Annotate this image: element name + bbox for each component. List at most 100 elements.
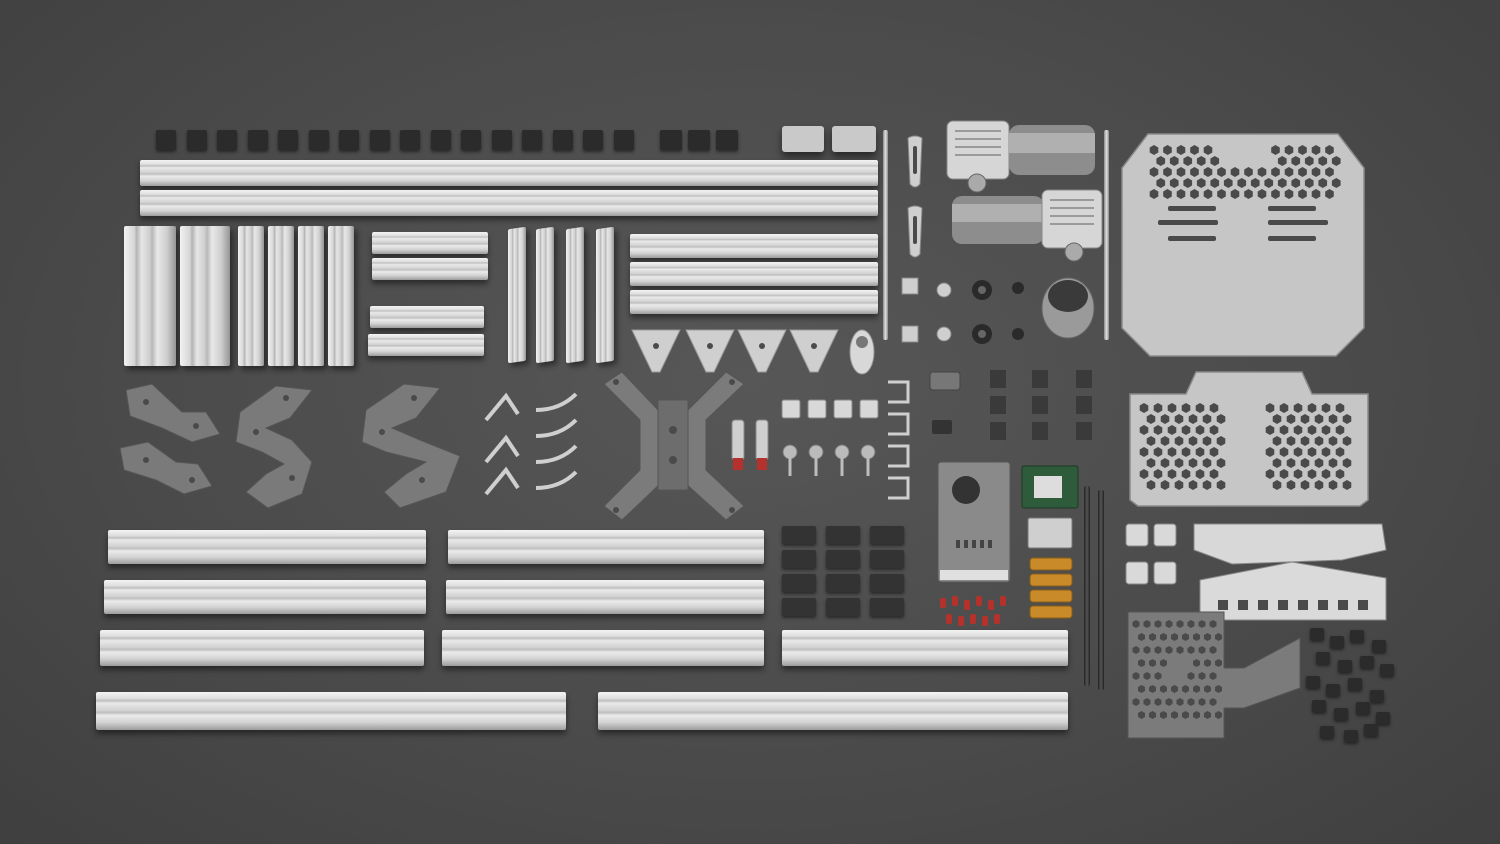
t-nut-small bbox=[1370, 690, 1384, 702]
gas-strut bbox=[1098, 490, 1104, 690]
connector-plate-group bbox=[119, 383, 461, 509]
extrusion-bottom bbox=[782, 630, 1068, 666]
t-nut bbox=[400, 130, 420, 150]
mounting-block bbox=[826, 598, 860, 616]
t-nut bbox=[247, 130, 268, 150]
t-nut-small bbox=[1364, 724, 1378, 736]
linear-rod bbox=[883, 130, 888, 340]
extrusion-short bbox=[372, 232, 488, 254]
t-nut bbox=[369, 130, 390, 150]
extrusion-bottom bbox=[446, 580, 764, 614]
t-nut-small bbox=[1344, 730, 1358, 742]
t-nut bbox=[688, 130, 710, 150]
extrusion-angled bbox=[508, 226, 526, 364]
extrusion-bottom bbox=[104, 580, 426, 614]
extrusion-vertical bbox=[298, 226, 324, 366]
t-nut bbox=[308, 130, 329, 150]
t-nut bbox=[278, 130, 298, 150]
t-nut bbox=[613, 130, 634, 150]
extrusion-bottom bbox=[100, 630, 424, 666]
t-nut bbox=[186, 130, 207, 150]
hardware-cluster bbox=[901, 277, 1095, 344]
gas-strut bbox=[1084, 486, 1090, 686]
t-nut bbox=[552, 130, 573, 150]
extrusion-medium bbox=[630, 262, 878, 286]
angle-bracket-group bbox=[484, 392, 578, 496]
corner-bracket bbox=[832, 126, 876, 152]
t-nut bbox=[583, 130, 603, 150]
t-nut-small bbox=[1306, 676, 1320, 688]
triangle-bracket-group bbox=[631, 329, 875, 375]
extrusion-vertical bbox=[328, 226, 354, 366]
t-nut-small bbox=[1320, 726, 1334, 738]
mounting-block bbox=[870, 598, 904, 616]
latch-group bbox=[731, 419, 769, 470]
extrusion-bottom bbox=[448, 530, 764, 564]
t-nut-small bbox=[1338, 660, 1352, 672]
t-nut-small bbox=[1372, 640, 1386, 652]
t-nut-small bbox=[1380, 664, 1394, 676]
t-nut bbox=[522, 130, 542, 150]
small-bracket-column bbox=[888, 380, 910, 500]
t-nut-small bbox=[1330, 636, 1344, 648]
extrusion-long bbox=[140, 160, 878, 186]
mounting-block bbox=[826, 550, 860, 568]
extrusion-vertical bbox=[124, 226, 176, 366]
t-nut bbox=[716, 130, 738, 150]
extrusion-short bbox=[372, 258, 488, 280]
mini-bracket-grid bbox=[929, 370, 1092, 440]
gear-motor-2 bbox=[952, 189, 1103, 262]
t-nut-small bbox=[1326, 684, 1340, 696]
extrusion-angled bbox=[566, 226, 584, 364]
mounting-block bbox=[870, 550, 904, 568]
linear-rod bbox=[1104, 130, 1109, 340]
mount-plate-dark bbox=[1127, 611, 1301, 739]
t-nut bbox=[430, 130, 451, 150]
power-supply bbox=[937, 461, 1011, 583]
t-nut-small bbox=[1376, 712, 1390, 724]
mounting-block bbox=[782, 526, 816, 544]
corner-bracket bbox=[782, 126, 824, 152]
gear-motor-1 bbox=[946, 120, 1095, 193]
corner-cube-group bbox=[1125, 523, 1177, 585]
chassis-plate-top bbox=[1121, 133, 1365, 357]
extrusion-medium bbox=[630, 234, 878, 258]
extrusion-bottom bbox=[96, 692, 566, 730]
t-nut bbox=[156, 130, 176, 150]
t-nut bbox=[217, 130, 237, 150]
extrusion-long bbox=[140, 190, 878, 216]
mounting-block bbox=[782, 574, 816, 592]
extrusion-bottom bbox=[598, 692, 1068, 730]
terminal-connectors bbox=[940, 596, 1006, 626]
t-nut bbox=[461, 130, 481, 150]
mounting-block bbox=[782, 598, 816, 616]
extrusion-vertical bbox=[268, 226, 294, 366]
perforated-bracket bbox=[1193, 523, 1387, 621]
t-nut-small bbox=[1350, 630, 1364, 642]
t-nut-small bbox=[1312, 700, 1326, 712]
t-nut-small bbox=[1316, 652, 1330, 664]
extrusion-short bbox=[370, 306, 484, 328]
extrusion-vertical bbox=[238, 226, 264, 366]
mounting-block bbox=[870, 574, 904, 592]
controller-board bbox=[1021, 465, 1079, 619]
t-nut bbox=[660, 130, 682, 150]
extrusion-bottom bbox=[442, 630, 764, 666]
t-nut bbox=[491, 130, 512, 150]
x-plate bbox=[603, 371, 745, 521]
extrusion-bottom bbox=[108, 530, 426, 564]
t-nut-small bbox=[1334, 708, 1348, 720]
rod-end-group bbox=[781, 399, 879, 476]
mounting-block bbox=[826, 526, 860, 544]
mounting-block bbox=[782, 550, 816, 568]
t-nut-small bbox=[1348, 678, 1362, 690]
t-nut-small bbox=[1356, 702, 1370, 714]
extrusion-short bbox=[368, 334, 484, 356]
mounting-block bbox=[870, 526, 904, 544]
extrusion-angled bbox=[596, 226, 614, 364]
mounting-block bbox=[826, 574, 860, 592]
extrusion-angled bbox=[536, 226, 554, 364]
rod-end-clip bbox=[907, 135, 923, 258]
chassis-plate-bottom bbox=[1129, 371, 1369, 507]
